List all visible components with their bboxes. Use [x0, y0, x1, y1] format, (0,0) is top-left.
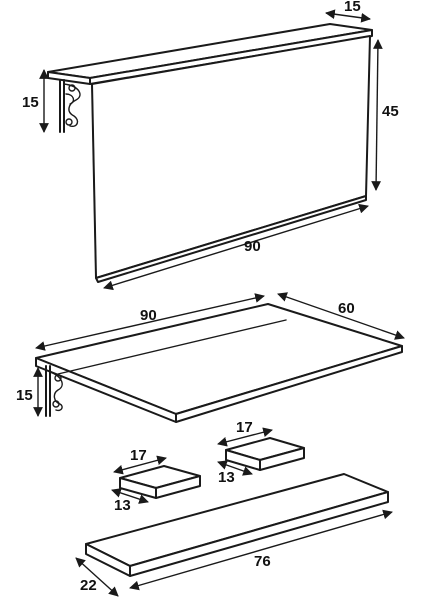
dim-label-cabinet-width: 90 — [244, 238, 261, 255]
bracket-icon — [45, 365, 63, 417]
dim-label-block-right-width: 13 — [218, 469, 235, 486]
dim-label-shelf-depth: 22 — [80, 577, 97, 594]
dim-label-bracket-height-top: 15 — [22, 94, 39, 111]
dim-label-block-right-length: 17 — [236, 419, 253, 436]
dim-cabinet-height: 45 — [371, 39, 399, 191]
dim-bracket-height-top: 15 — [22, 69, 49, 133]
open-table — [35, 303, 403, 423]
dim-block-right-width: 13 — [217, 460, 253, 486]
dim-cabinet-width: 90 — [103, 203, 369, 291]
block-right — [225, 437, 305, 471]
dim-block-right-length: 17 — [217, 419, 273, 447]
dim-label-bracket-height-mid: 15 — [16, 387, 33, 404]
dim-table-depth: 60 — [277, 292, 405, 340]
dim-label-cabinet-height: 45 — [382, 103, 399, 120]
block-left — [119, 465, 201, 499]
dim-shelf-depth: 22 — [75, 557, 119, 597]
dim-block-left-length: 17 — [113, 447, 167, 475]
bracket-icon — [59, 79, 81, 133]
dim-label-cabinet-depth: 15 — [344, 0, 361, 15]
dim-label-block-left-length: 17 — [130, 447, 147, 464]
dim-bracket-height-mid: 15 — [16, 367, 43, 417]
dim-cabinet-depth: 15 — [325, 0, 371, 23]
dim-label-shelf-length: 76 — [254, 553, 271, 570]
dim-table-width: 90 — [35, 293, 265, 351]
dim-label-table-depth: 60 — [338, 300, 355, 317]
folded-cabinet — [47, 23, 373, 283]
table-top — [35, 303, 403, 415]
dim-label-block-left-width: 13 — [114, 497, 131, 514]
dim-label-table-width: 90 — [140, 307, 157, 324]
dim-block-left-width: 13 — [111, 488, 149, 514]
dim-shelf-length: 76 — [129, 509, 393, 591]
